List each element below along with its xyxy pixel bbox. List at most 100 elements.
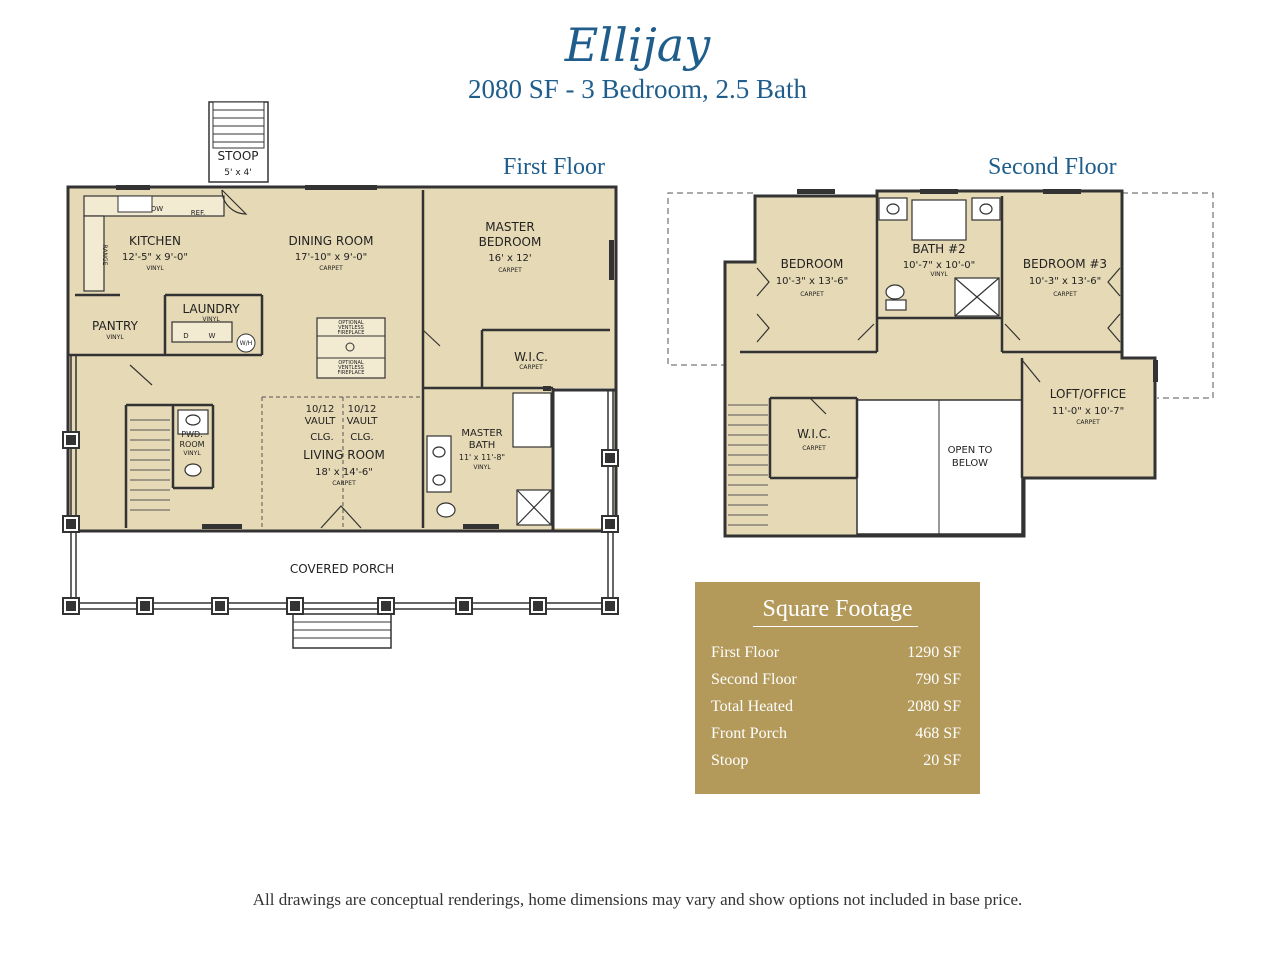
fireplace-icon [316,317,386,379]
vault-right-line1: 10/12 [348,404,377,415]
vault-left-line2: VAULT [305,416,337,427]
sqft-row-value: 20 SF [923,752,961,769]
sqft-row-value: 468 SF [915,725,961,742]
vault-left-line3: CLG. [310,432,333,443]
second-floor-walls [740,196,1122,480]
loft-office-floor: CARPET [1076,419,1100,426]
vault-lines [261,396,423,528]
plan-title: Ellijay [564,18,711,72]
interior-stairs [130,419,170,511]
open-to-below-line1: OPEN TO [948,445,993,456]
master-bath-fixtures [177,392,552,526]
fireplace-top-line2: VENTLESS [338,325,364,331]
refrigerator-label: REF. [191,209,205,217]
sqft-row: Front Porch 468 SF [711,725,961,747]
master-bath-label-line2: BATH [469,440,496,451]
sqft-row-label: Total Heated [711,698,793,715]
closet-doors [756,267,1121,415]
square-footage-divider [753,626,918,627]
laundry-floor: VINYL [202,316,220,323]
sqft-row-label: Front Porch [711,725,787,742]
sqft-row: Second Floor 790 SF [711,671,961,693]
sqft-row: First Floor 1290 SF [711,644,961,666]
bedroom3-dims: 10'-3" x 13'-6" [1029,276,1101,287]
sqft-row-value: 1290 SF [907,644,961,661]
sqft-row: Stoop 20 SF [711,752,961,774]
bedroom3-label: BEDROOM #3 [1023,257,1107,271]
powder-room-label-line2: ROOM [179,440,204,449]
pantry-floor: VINYL [106,334,124,341]
master-bedroom-dims: 16' x 12' [488,253,531,264]
sqft-row: Total Heated 2080 SF [711,698,961,720]
master-bath-label-line1: MASTER [461,428,502,439]
roof-outline [667,192,1214,399]
open-to-below-line2: BELOW [952,458,988,469]
sqft-row-value: 790 SF [915,671,961,688]
master-bedroom-label-line1: MASTER [485,220,534,234]
first-floor-plan [62,101,619,649]
second-floor-wic-floor: CARPET [802,445,826,452]
upper-stairs [728,404,768,526]
vault-right-line3: CLG. [350,432,373,443]
living-room-floor: CARPET [332,480,356,487]
master-bath-dims: 11' x 11'-8" [459,453,505,462]
first-floor-windows [116,185,614,529]
fireplace-top-line3: FIREPLACE [338,330,365,336]
laundry-label: LAUNDRY [182,302,240,316]
fireplace-bottom-line1: OPTIONAL [338,360,364,366]
bedroom3-floor: CARPET [1053,291,1077,298]
bath2-dims: 10'-7" x 10'-0" [903,260,975,271]
master-bath-floor: VINYL [473,464,491,471]
plan-subtitle: 2080 SF - 3 Bedroom, 2.5 Bath [467,74,807,104]
first-floor-wic-floor: CARPET [519,364,543,371]
dishwasher-label: DW [151,205,163,213]
porch-columns [62,431,619,615]
kitchen-dims: 12'-5" x 9'-0" [122,252,188,263]
sqft-row-value: 2080 SF [907,698,961,715]
powder-room-label-line1: PWD. [181,430,202,439]
first-floor-heading: First Floor [503,154,606,180]
stoop-stairs [208,101,269,183]
square-footage-panel: Square Footage First Floor 1290 SF Secon… [695,582,980,794]
living-room-dims: 18' x 14'-6" [315,467,373,478]
water-heater-icon [236,333,256,353]
second-floor-outline [723,189,1157,538]
kitchen-floor: VINYL [146,265,164,272]
bath2-fixtures [878,197,1001,317]
covered-porch [70,356,614,649]
dining-room-dims: 17'-10" x 9'-0" [295,252,367,263]
bedroom-floor: CARPET [800,291,824,298]
fireplace-top-line1: OPTIONAL [338,320,364,326]
master-bedroom-label-line2: BEDROOM [479,235,542,249]
water-heater-label: W/H [240,340,252,347]
square-footage-title: Square Footage [762,596,913,622]
covered-porch-label: COVERED PORCH [290,562,394,576]
vault-left-line1: 10/12 [306,404,335,415]
disclaimer-text: All drawings are conceptual renderings, … [252,890,1023,909]
second-floor-heading: Second Floor [988,154,1117,180]
second-floor-wic-label: W.I.C. [797,427,831,441]
first-floor-walls [68,190,610,528]
stoop-dims: 5' x 4' [224,168,251,178]
second-floor-plan [667,189,1214,538]
stoop-label: STOOP [217,149,258,163]
bath2-floor: VINYL [930,271,948,278]
master-bedroom-floor: CARPET [498,267,522,274]
fireplace-bottom-line2: VENTLESS [338,365,364,371]
loft-office-dims: 11'-0" x 10'-7" [1052,406,1124,417]
sqft-row-label: First Floor [711,644,780,661]
powder-room-floor: VINYL [183,450,201,457]
second-floor-windows [797,189,1158,382]
kitchen-label: KITCHEN [129,234,181,248]
washer-label: W [209,332,216,340]
door-swings [129,189,441,529]
range-label: RANGE [101,245,108,266]
pantry-label: PANTRY [92,319,139,333]
dryer-label: D [183,332,188,340]
fireplace-bottom-line3: FIREPLACE [338,370,365,376]
kitchen-sink-icon [117,195,153,213]
sqft-row-label: Stoop [711,752,749,769]
sqft-row-label: Second Floor [711,671,797,688]
bedroom-dims: 10'-3" x 13'-6" [776,276,848,287]
vault-right-line2: VAULT [347,416,379,427]
